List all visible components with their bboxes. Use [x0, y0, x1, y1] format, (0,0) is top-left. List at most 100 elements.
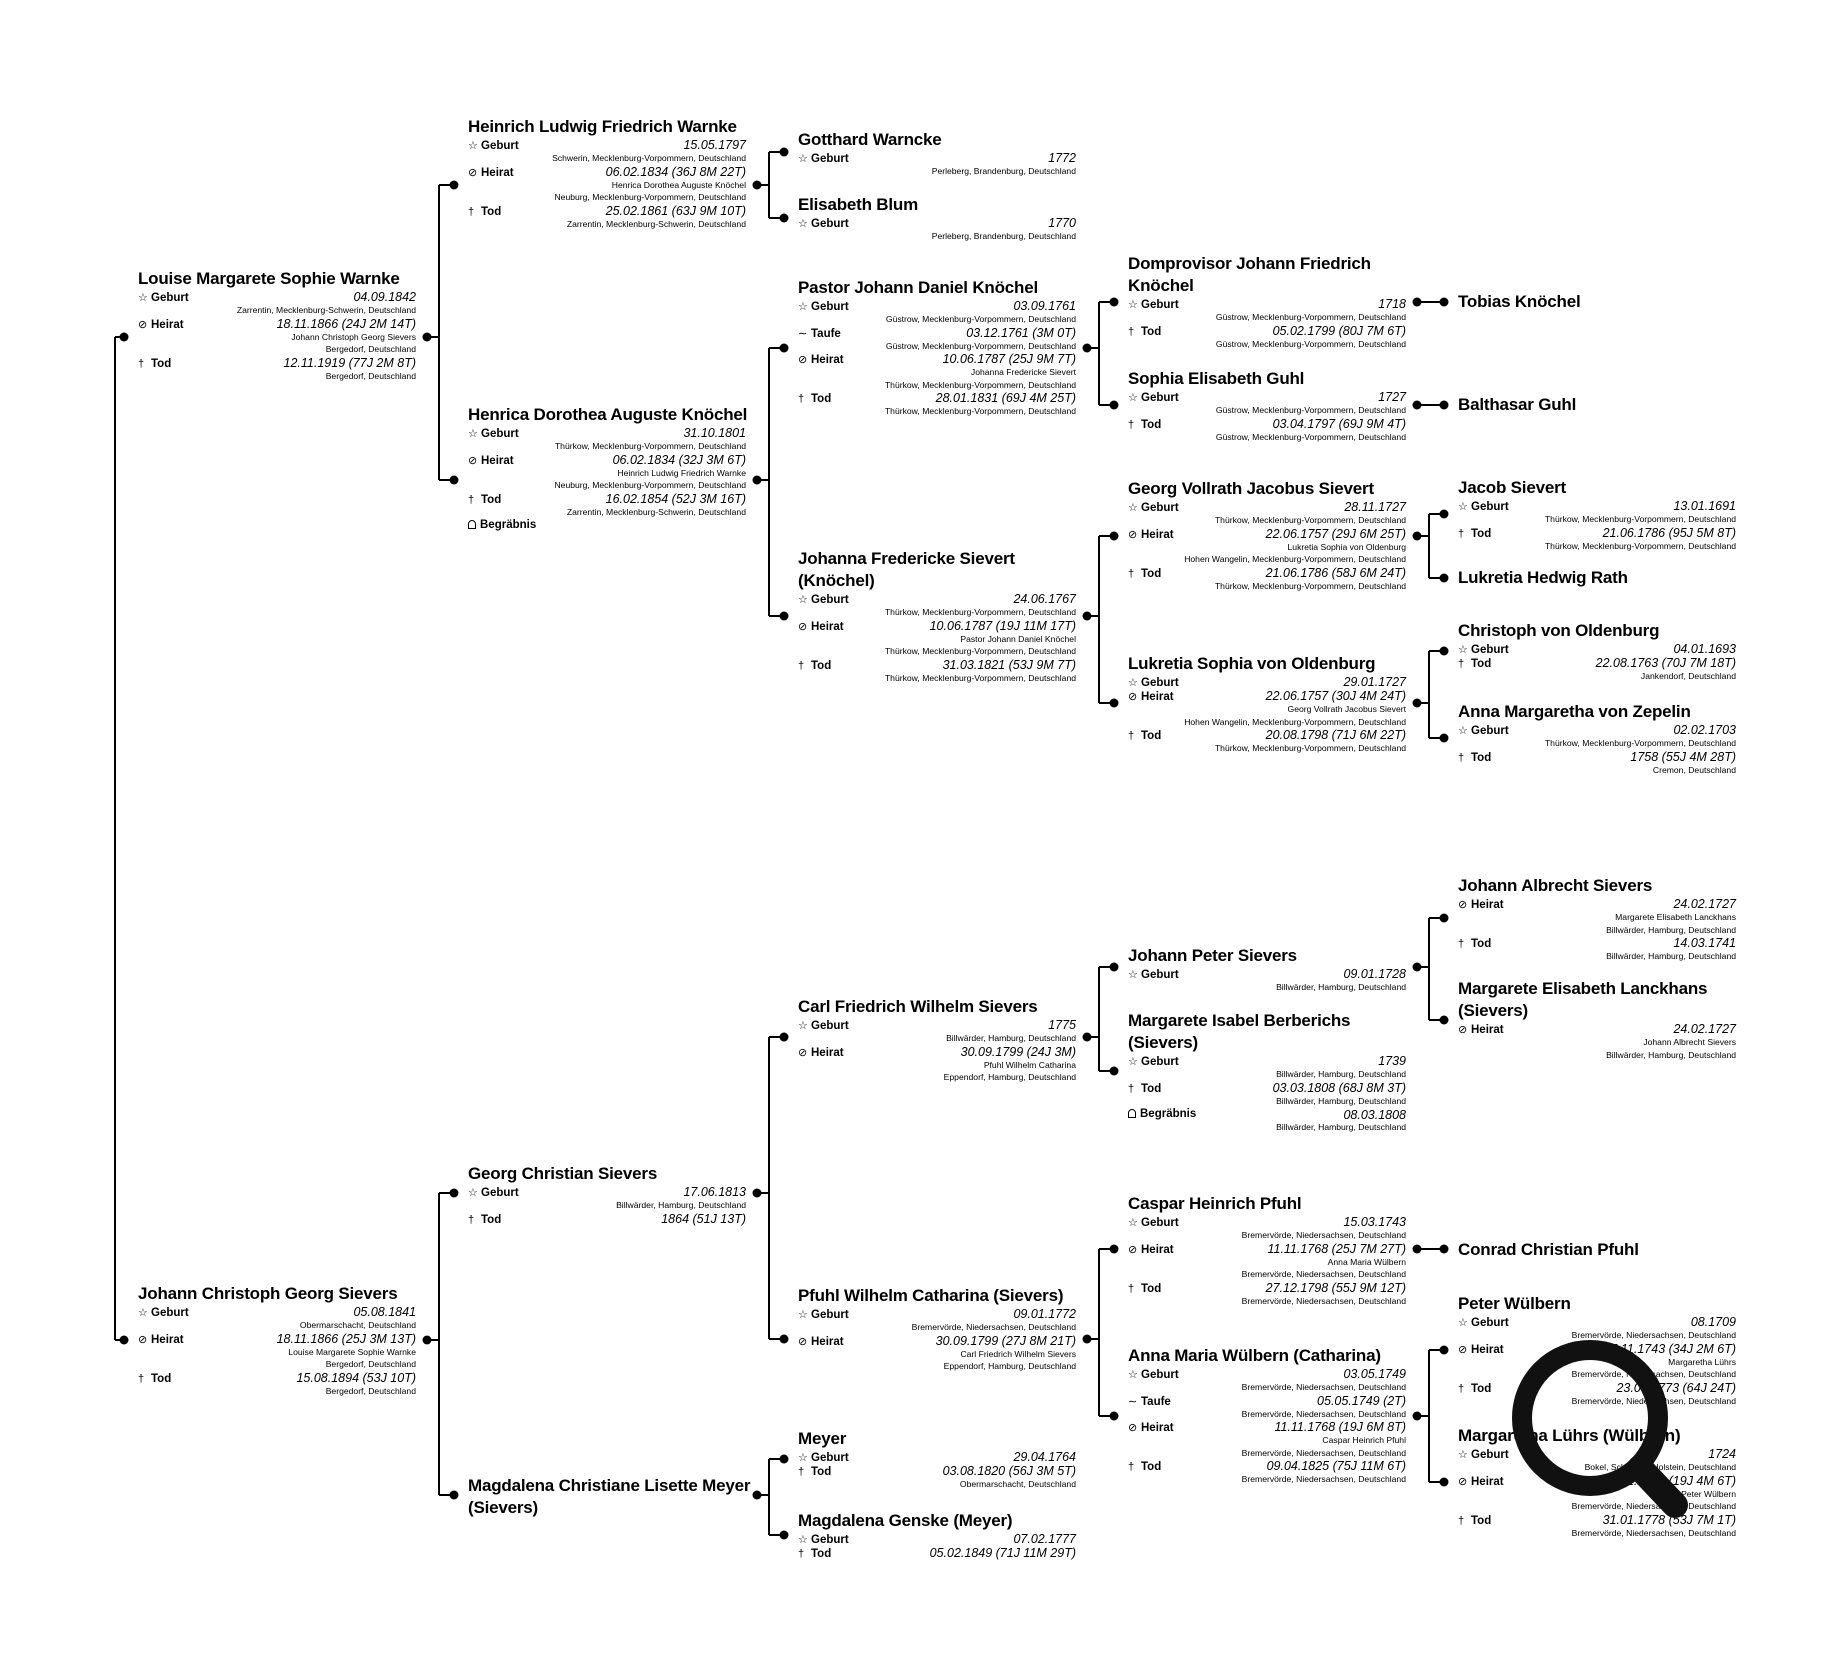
event-date: 07.02.1777	[1013, 1532, 1076, 1546]
person-name[interactable]: Margarete Isabel Berberichs (Sievers)	[1128, 1011, 1351, 1052]
connector-dot	[1082, 1334, 1092, 1344]
person-card[interactable]: Conrad Christian Pfuhl	[1458, 1239, 1736, 1261]
person-name[interactable]: Johanna Fredericke Sievert (Knöchel)	[798, 549, 1015, 590]
person-card[interactable]: Margarete Isabel Berberichs (Sievers)☆Ge…	[1128, 1010, 1406, 1134]
person-card[interactable]: Balthasar Guhl	[1458, 394, 1736, 416]
person-name[interactable]: Balthasar Guhl	[1458, 395, 1577, 414]
connector-dot	[779, 1530, 789, 1540]
event-label-text: Geburt	[1141, 1369, 1179, 1381]
event-date: 13.01.1691	[1673, 499, 1736, 513]
person-name[interactable]: Conrad Christian Pfuhl	[1458, 1240, 1639, 1259]
person-name[interactable]: Anna Maria Wülbern (Catharina)	[1128, 1346, 1381, 1365]
person-card[interactable]: Magdalena Christiane Lisette Meyer (Siev…	[468, 1475, 750, 1519]
person-name[interactable]: Margaretha Lührs (Wülbern)	[1458, 1426, 1681, 1445]
person-name[interactable]: Georg Christian Sievers	[468, 1164, 658, 1183]
event-place: Billwärder, Hamburg, Deutschland	[1276, 1069, 1406, 1079]
event-label: †Tod	[468, 205, 501, 219]
connector-dot	[1412, 1244, 1422, 1254]
person-name[interactable]: Caspar Heinrich Pfuhl	[1128, 1194, 1302, 1213]
event-label-text: Heirat	[481, 454, 514, 467]
person-name[interactable]: Sophia Elisabeth Guhl	[1128, 369, 1305, 388]
person-name[interactable]: Magdalena Genske (Meyer)	[798, 1511, 1013, 1530]
event-place: Schwerin, Mecklenburg-Vorpommern, Deutsc…	[552, 153, 746, 163]
event-label-text: Heirat	[481, 166, 514, 179]
person-name[interactable]: Lukretia Hedwig Rath	[1458, 568, 1628, 587]
person-name[interactable]: Carl Friedrich Wilhelm Sievers	[798, 997, 1038, 1016]
connector-dot	[1082, 1032, 1092, 1042]
person-name[interactable]: Jacob Sievert	[1458, 478, 1566, 497]
person-name[interactable]: Margarete Elisabeth Lanckhans (Sievers)	[1458, 979, 1708, 1020]
person-card[interactable]: Pfuhl Wilhelm Catharina (Sievers) ☆Geburt…	[798, 1285, 1076, 1373]
event-label-text: Geburt	[151, 1307, 189, 1319]
person-name[interactable]: Anna Margaretha von Zepelin	[1458, 702, 1691, 721]
person-name[interactable]: Heinrich Ludwig Friedrich Warnke	[468, 117, 737, 136]
person-name[interactable]: Meyer	[798, 1429, 847, 1448]
event-label-text: Geburt	[811, 153, 849, 165]
star-icon: ☆	[798, 218, 808, 230]
person-name[interactable]: Magdalena Christiane Lisette Meyer (Siev…	[468, 1476, 751, 1517]
person-card[interactable]: Johanna Fredericke Sievert (Knöchel)☆Geb…	[798, 548, 1076, 684]
person-name[interactable]: Henrica Dorothea Auguste Knöchel	[468, 405, 748, 424]
person-name[interactable]: Gotthard Warncke	[798, 130, 942, 149]
person-name[interactable]: Louise Margarete Sophie Warnke	[138, 269, 400, 288]
person-name[interactable]: Peter Wülbern	[1458, 1294, 1571, 1313]
person-name[interactable]: Johann Albrecht Sievers	[1458, 876, 1653, 895]
event-label: †Tod	[1128, 1282, 1161, 1296]
person-name[interactable]: Lukretia Sophia von Oldenburg	[1128, 654, 1376, 673]
person-name[interactable]: Tobias Knöchel	[1458, 292, 1581, 311]
cross-icon: †	[1128, 1082, 1135, 1095]
person-name[interactable]: Christoph von Oldenburg	[1458, 621, 1660, 640]
person-name[interactable]: Pastor Johann Daniel Knöchel	[798, 278, 1039, 297]
event-label: ☆Geburt	[1128, 676, 1179, 690]
person-name[interactable]: Georg Vollrath Jacobus Sievert	[1128, 479, 1374, 498]
person-name[interactable]: Johann Peter Sievers	[1128, 946, 1297, 965]
event-label-text: Tod	[811, 393, 832, 405]
event-label-text: Heirat	[151, 1333, 184, 1346]
person-card[interactable]: Domprovisor Johann Friedrich Knöchel ☆Geb…	[1128, 253, 1406, 350]
person-card[interactable]: Tobias Knöchel	[1458, 291, 1736, 313]
person-name[interactable]: Domprovisor Johann Friedrich Knöchel	[1128, 254, 1371, 295]
marriage-rings-icon: ⊘	[138, 318, 148, 331]
person-card[interactable]: Margarete Elisabeth Lanckhans (Sievers)⊘…	[1458, 978, 1736, 1061]
person-name[interactable]: Johann Christoph Georg Sievers	[138, 1284, 398, 1303]
event-label: ⊘Heirat	[798, 353, 844, 367]
person-card[interactable]: Lukretia Hedwig Rath	[1458, 567, 1736, 589]
person-name[interactable]: Pfuhl Wilhelm Catharina (Sievers)	[798, 1286, 1064, 1305]
event-label: ⊘Heirat	[468, 166, 514, 180]
person-name[interactable]: Elisabeth Blum	[798, 195, 919, 214]
